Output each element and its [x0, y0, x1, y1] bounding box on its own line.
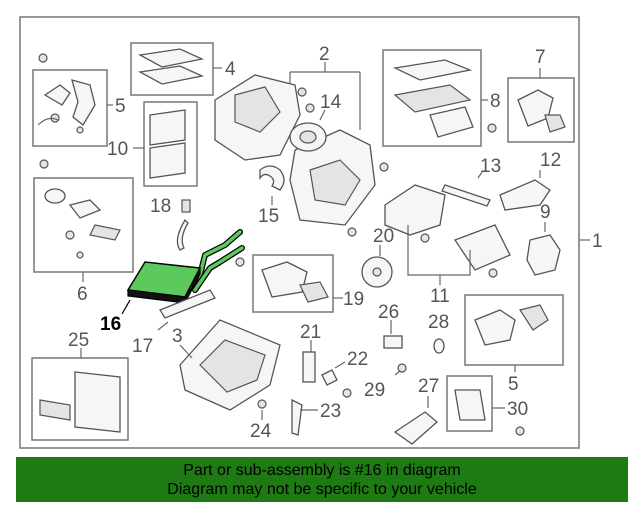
part-15-hose: [259, 165, 285, 191]
part-22-clip: [321, 361, 346, 386]
part-29-hose: [394, 363, 407, 376]
part-20-gear: [361, 245, 393, 288]
part-21-bracket: [302, 340, 316, 383]
callout-15: 15: [258, 206, 279, 227]
callout-13: 13: [480, 156, 501, 177]
callout-24: 24: [250, 421, 272, 442]
callout-7: 7: [535, 47, 546, 68]
part-14-blower-motor: [289, 109, 327, 152]
banner-line-1: Part or sub-assembly is #16 in diagram: [183, 462, 461, 479]
callout-29: 29: [364, 380, 385, 401]
part-10-cabin-filter: [143, 101, 198, 187]
callout-6: 6: [77, 284, 88, 305]
screw-icon: [305, 103, 315, 113]
screw-icon: [235, 257, 245, 267]
callout-16-leader: [121, 299, 131, 315]
screw-icon: [488, 268, 498, 278]
screw-icon: [39, 159, 49, 169]
callout-25: 25: [68, 330, 89, 351]
callout-30: 30: [507, 399, 528, 420]
part-23-brace: [291, 398, 318, 436]
callout-2: 2: [319, 44, 330, 65]
callout-11: 11: [430, 286, 450, 307]
part-18-sensor: [176, 199, 191, 251]
screw-icon: [297, 87, 307, 97]
part-28-oring: [433, 338, 445, 354]
callout-17: 17: [132, 336, 153, 357]
callout-5b: 5: [508, 374, 519, 395]
part-16-heater-core: [126, 229, 245, 304]
callout-20: 20: [373, 226, 394, 247]
part-12-duct: [499, 170, 551, 211]
part-13-seal: [441, 171, 491, 207]
callout-3: 3: [172, 326, 183, 347]
part-26-sensor: [383, 320, 403, 349]
part-4-filter-cover: [130, 42, 214, 96]
part-27-duct: [393, 396, 438, 445]
callout-16: 16: [100, 314, 121, 335]
info-banner: Part or sub-assembly is #16 in diagram D…: [16, 457, 628, 502]
callout-19: 19: [343, 289, 364, 310]
screw-icon: [379, 162, 389, 172]
part-5-linkage: [32, 69, 108, 147]
part-17-bracket: [157, 289, 216, 331]
callout-27: 27: [418, 376, 439, 397]
banner-line-2: Diagram may not be specific to your vehi…: [167, 481, 477, 498]
callout-12: 12: [540, 150, 561, 171]
part-8-mode-doors: [382, 49, 482, 147]
assembly-frame: [19, 16, 580, 449]
callout-9: 9: [540, 202, 551, 223]
callout-10: 10: [107, 139, 128, 160]
callout-22: 22: [347, 349, 368, 370]
screw-icon: [515, 426, 525, 436]
part-6-linkage-kit: [33, 177, 134, 273]
callout-18: 18: [150, 196, 171, 217]
part-24-screw: [257, 399, 267, 409]
callout-14: 14: [320, 92, 342, 113]
part-19-door-set: [252, 254, 334, 313]
callout-28: 28: [428, 312, 449, 333]
screw-icon: [342, 388, 352, 398]
part-9-motor: [526, 234, 561, 276]
screw-icon: [420, 233, 430, 243]
screw-icon: [38, 53, 48, 63]
part-25-evaporator: [31, 357, 129, 441]
part-5-lever-kit: [464, 294, 564, 372]
part-3-lower-case: [179, 319, 281, 411]
screw-icon: [347, 227, 357, 237]
callout-8: 8: [490, 91, 501, 112]
part-7-actuator: [507, 68, 575, 143]
callout-23: 23: [320, 401, 341, 422]
callout-4: 4: [225, 59, 236, 80]
callout-21: 21: [300, 322, 321, 343]
callout-5a: 5: [115, 96, 126, 117]
part-11-housing-parts: [384, 184, 511, 285]
part-2-hvac-housing: [214, 74, 376, 226]
callout-26: 26: [378, 302, 399, 323]
screw-icon: [487, 123, 497, 133]
callout-1: 1: [592, 231, 603, 252]
part-30-filter: [446, 375, 493, 432]
